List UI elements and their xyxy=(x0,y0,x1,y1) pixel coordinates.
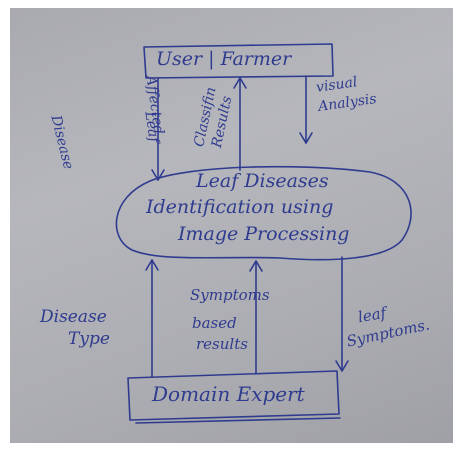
edge-label-disease-type-1: Disease xyxy=(40,307,107,327)
arrowhead-disease-affected-leaf xyxy=(151,169,165,181)
edge-label-leaf: Leaf xyxy=(141,110,162,144)
edge-label-symptoms: Symptoms xyxy=(190,286,270,304)
edge-label-disease-type-2: Type xyxy=(68,329,110,349)
user-box-outline xyxy=(143,43,334,79)
paper-background xyxy=(10,8,453,443)
center-label-line1: Leaf Diseases xyxy=(196,170,329,192)
center-label-line3: Image Processing xyxy=(178,223,350,245)
domain-expert-label: Domain Expert xyxy=(152,382,305,406)
center-label-line2: Identification using xyxy=(146,196,334,218)
edge-label-results-2: results xyxy=(196,335,248,353)
arrowhead-symptoms-based-results xyxy=(249,260,263,272)
arrowhead-classification-results xyxy=(233,77,247,89)
expert-box-underline xyxy=(135,417,341,424)
expert-box-outline xyxy=(127,370,340,421)
center-ellipse-outline xyxy=(115,165,412,261)
arrowhead-visual-analysis xyxy=(299,132,313,144)
edge-label-based: based xyxy=(192,314,237,332)
arrowhead-leaf-symptoms xyxy=(335,360,349,372)
arrowhead-disease-type xyxy=(145,259,159,271)
user-farmer-label: User | Farmer xyxy=(156,48,292,70)
